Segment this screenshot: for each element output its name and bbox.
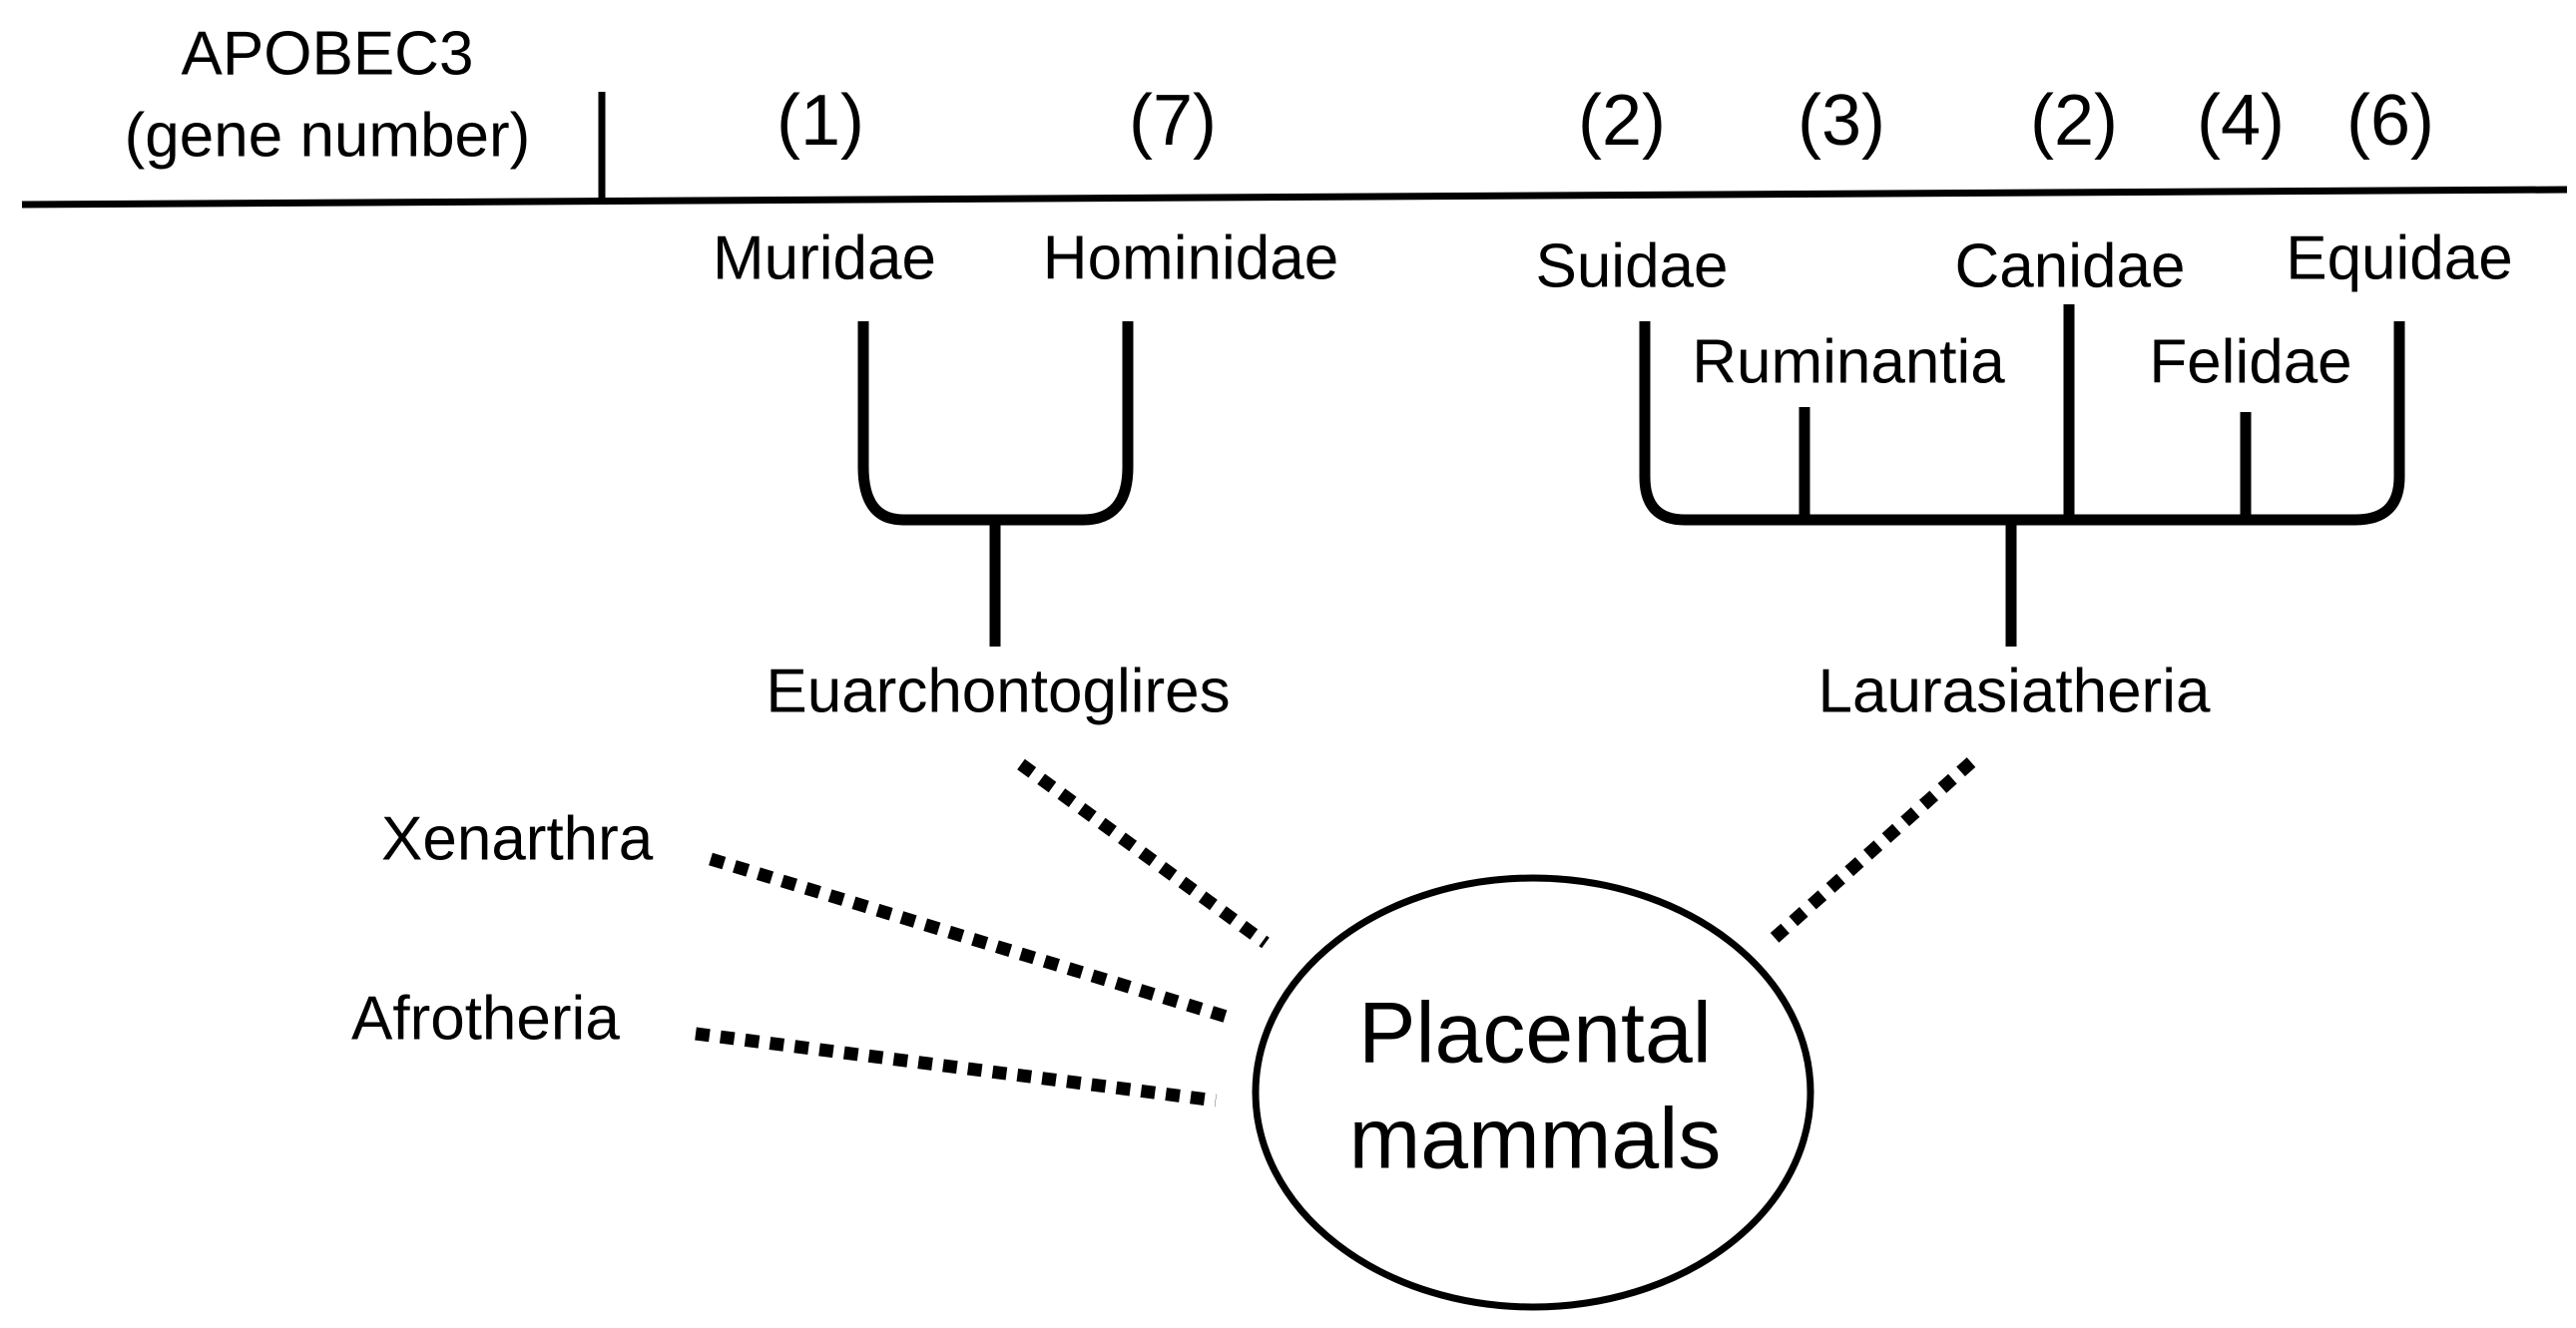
taxon-hominidae: Hominidae (1043, 223, 1338, 292)
taxon-canidae: Canidae (1955, 231, 2186, 300)
taxon-felidae: Felidae (2149, 327, 2351, 396)
center-label-line2: mammals (1349, 1092, 1722, 1187)
gene-count-equidae: (6) (2346, 81, 2434, 161)
taxon-equidae: Equidae (2286, 223, 2513, 292)
clade-xenarthra: Xenarthra (381, 804, 654, 873)
placental-mammals-node (1252, 874, 1814, 1311)
bracket-euarchontoglires (857, 321, 1134, 526)
header-title-line2: (gene number) (125, 101, 531, 170)
taxon-suidae: Suidae (1535, 231, 1728, 300)
bracket-laurasiatheria (1639, 321, 2405, 526)
clade-afrotheria: Afrotheria (351, 984, 620, 1053)
gene-count-felidae: (4) (2197, 81, 2285, 161)
gene-count-suidae: (2) (1578, 81, 1666, 161)
center-label-line1: Placental (1358, 986, 1712, 1082)
gene-count-hominidae: (7) (1129, 81, 1217, 161)
taxon-muridae: Muridae (713, 223, 936, 292)
connector-afrotheria (695, 1027, 1217, 1107)
connector-laurasiatheria (1770, 757, 1976, 943)
header-title-line1: APOBEC3 (182, 19, 474, 88)
connector-xenarthra (709, 852, 1229, 1024)
clade-laurasiatheria: Laurasiatheria (1818, 657, 2211, 725)
taxon-ruminantia: Ruminantia (1692, 327, 2005, 396)
gene-count-muridae: (1) (776, 81, 864, 161)
gene-count-ruminantia: (3) (1798, 81, 1885, 161)
gene-count-canidae: (2) (2030, 81, 2118, 161)
clade-euarchontoglires: Euarchontoglires (766, 657, 1230, 725)
connector-euarchontoglires (1017, 758, 1270, 949)
header-baseline (21, 186, 2568, 209)
